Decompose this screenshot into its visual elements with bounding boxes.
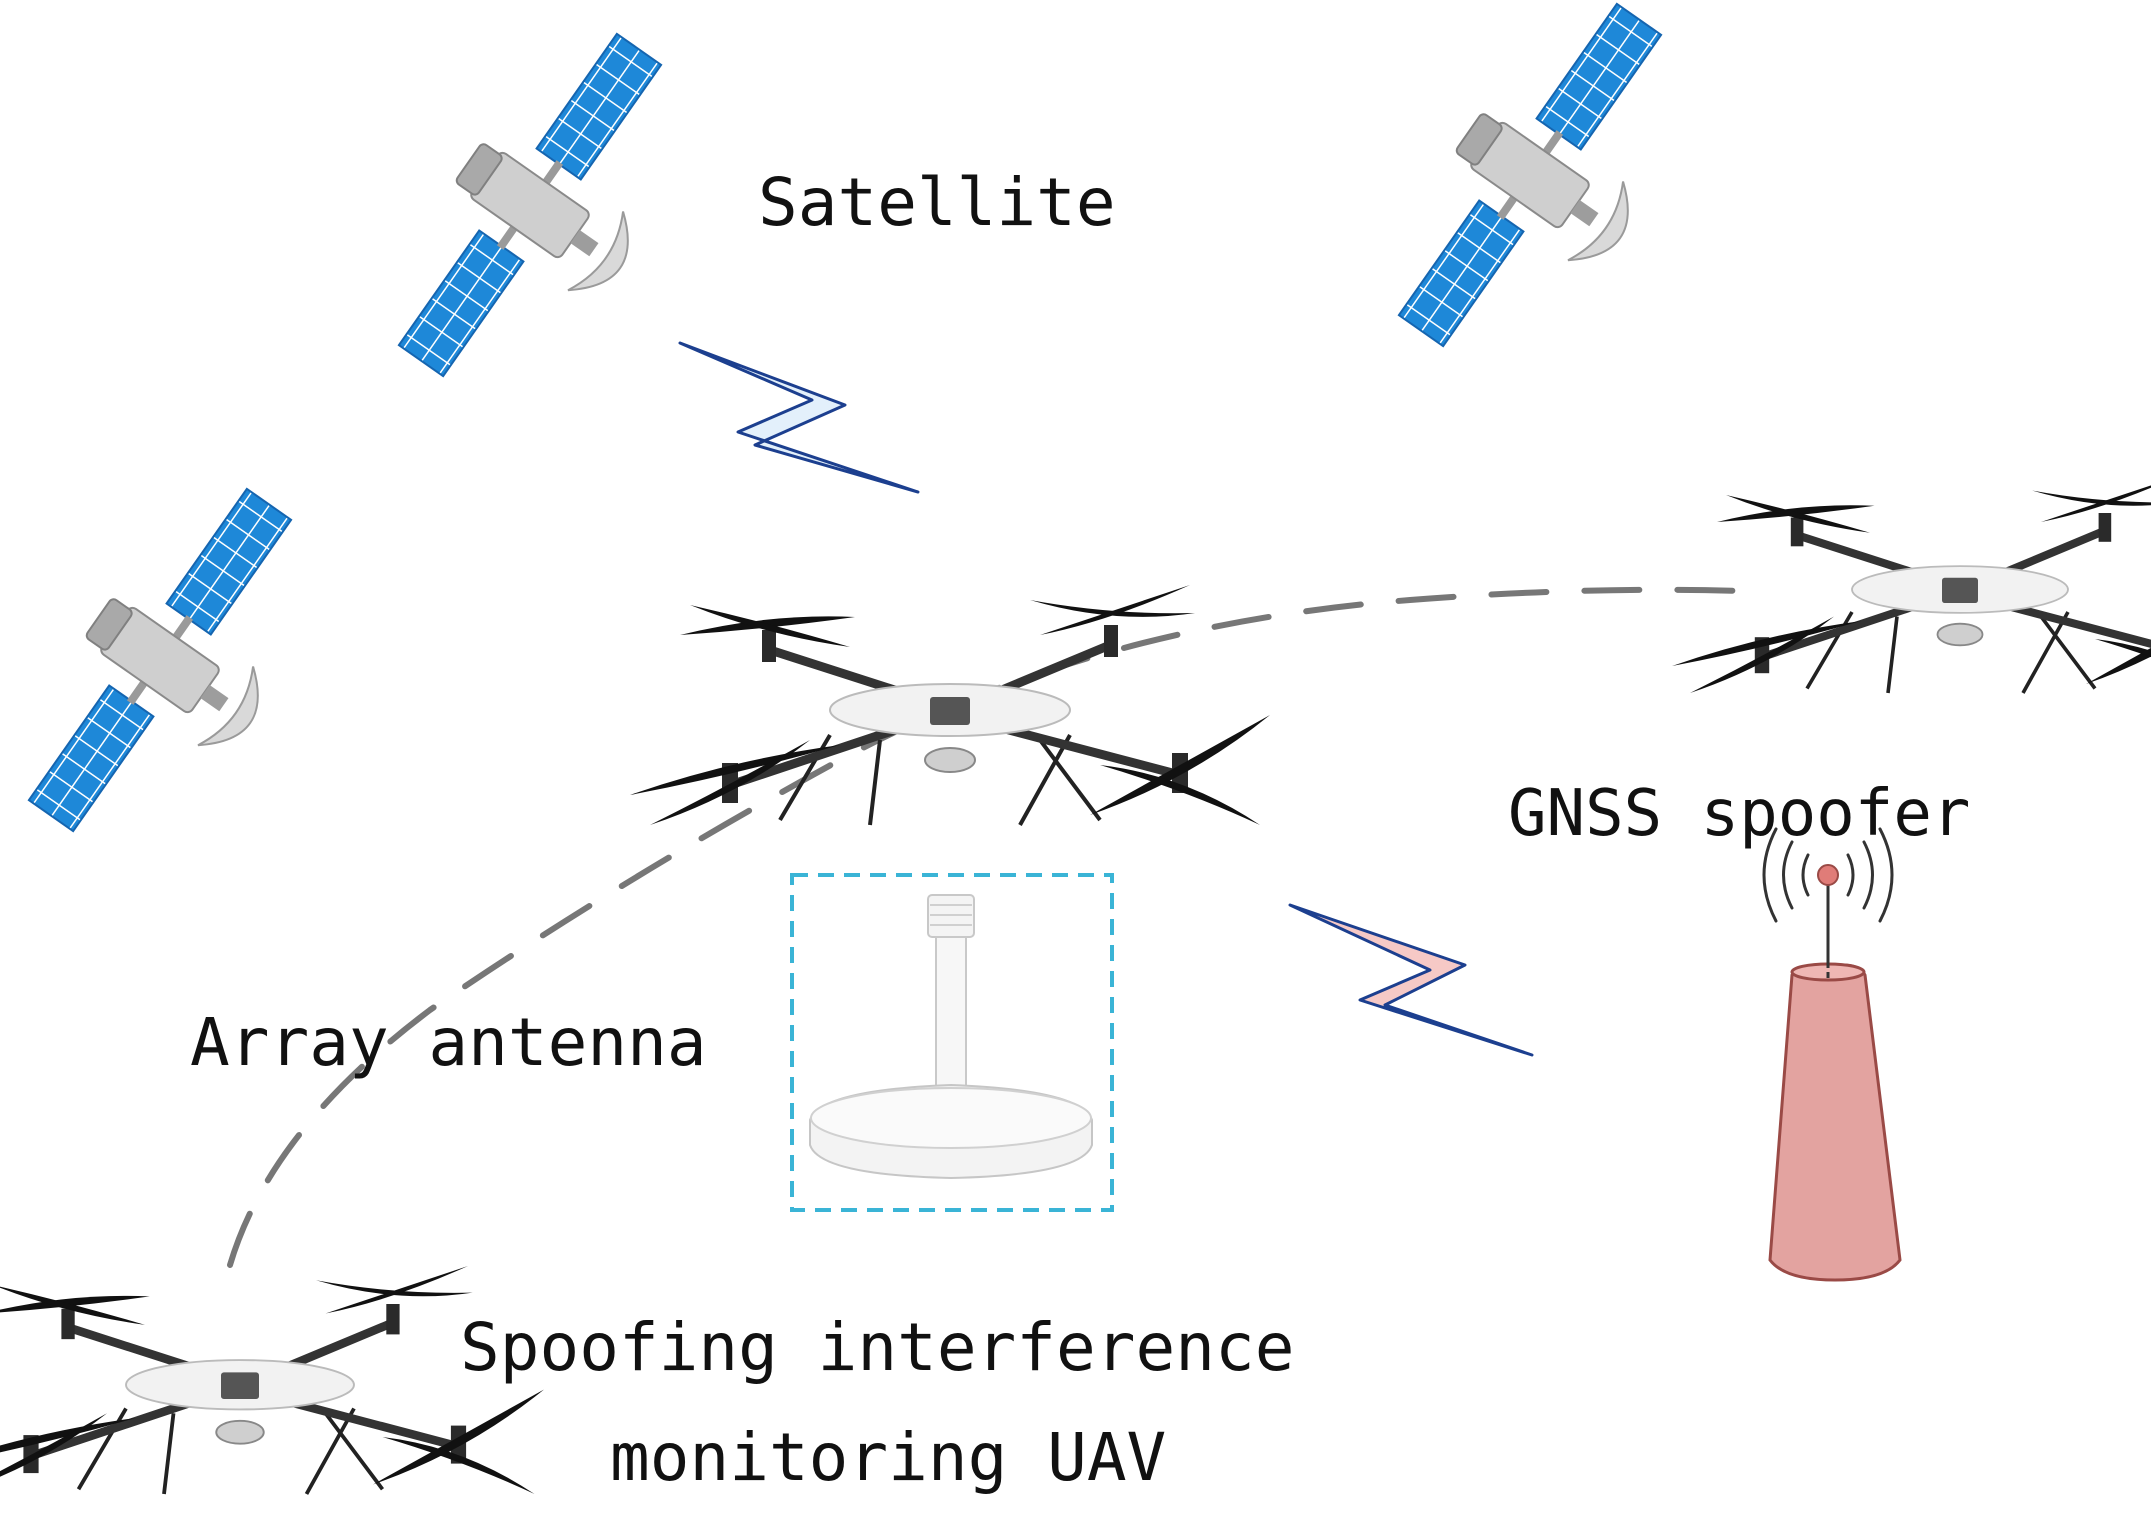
- drone-icon: [630, 585, 1270, 825]
- spoofer-tower-icon: [1762, 827, 1902, 1282]
- uav-label-line2: monitoring UAV: [610, 1419, 1167, 1496]
- satellite-icon: [0, 460, 361, 880]
- satellite-label: Satellite: [758, 164, 1116, 241]
- uav-label-line1: Spoofing interference: [460, 1309, 1295, 1386]
- gnss-spoofer-label: GNSS spoofer: [1508, 777, 1971, 851]
- drone-icon: [1672, 477, 2151, 693]
- antenna-icon: [809, 894, 1093, 1180]
- antenna-frame: [790, 873, 1114, 1212]
- flight-trajectory: [227, 586, 1773, 1268]
- satellite-icon: [358, 5, 731, 425]
- lightning-signal-icon: [678, 341, 920, 494]
- array-antenna-label: Array antenna: [190, 1004, 707, 1081]
- lightning-signal-icon: [1288, 903, 1534, 1057]
- satellite-icon: [1358, 0, 1731, 395]
